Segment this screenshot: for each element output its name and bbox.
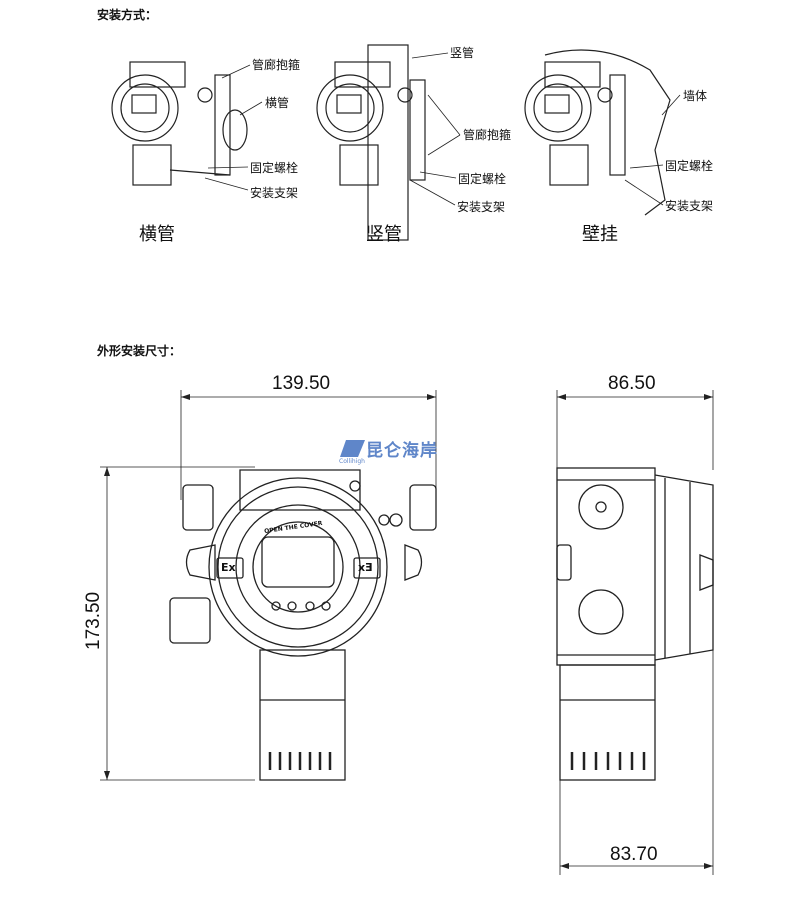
- side-view-device: [556, 467, 714, 781]
- label-fixing-bolt: 固定螺栓: [250, 161, 299, 175]
- caption-wall: 壁挂: [582, 224, 618, 245]
- side-bottom-width-value: 83.70: [610, 844, 658, 865]
- caption-vertical: 竖管: [366, 224, 402, 245]
- front-width-value: 139.50: [272, 373, 331, 394]
- label-bracket: 安装支架: [665, 199, 714, 213]
- device-horizontal-pipe: [111, 61, 248, 186]
- ex-mark-right: Ex: [358, 561, 373, 574]
- front-height-value: 173.50: [83, 591, 104, 650]
- side-dimension-lines: [556, 390, 714, 875]
- watermark-name: 昆仑海岸: [366, 441, 438, 461]
- label-horizontal-pipe: 横管: [265, 96, 290, 110]
- label-vertical-pipe: 竖管: [450, 46, 475, 60]
- label-pipe-clamp: 管廊抱箍: [463, 128, 512, 142]
- label-bracket: 安装支架: [457, 200, 506, 214]
- caption-horizontal: 横管: [139, 224, 175, 245]
- label-fixing-bolt: 固定螺栓: [665, 159, 714, 173]
- dimension-section-title: 外形安装尺寸：: [97, 344, 182, 358]
- install-section-title: 安装方式：: [97, 8, 158, 22]
- side-top-width-value: 86.50: [608, 373, 656, 394]
- watermark-logo-icon: [340, 440, 365, 457]
- device-vertical-pipe: [316, 44, 426, 241]
- front-view-device: [169, 469, 437, 781]
- label-pipe-clamp: 管廊抱箍: [252, 58, 301, 72]
- device-wall-mount: [524, 49, 671, 216]
- label-wall: 墙体: [683, 89, 708, 103]
- label-bracket: 安装支架: [250, 186, 299, 200]
- front-dimension-lines: [100, 390, 437, 781]
- label-fixing-bolt: 固定螺栓: [458, 172, 507, 186]
- watermark-brand: Collihigh: [339, 458, 365, 465]
- ex-mark-left: Ex: [221, 561, 236, 574]
